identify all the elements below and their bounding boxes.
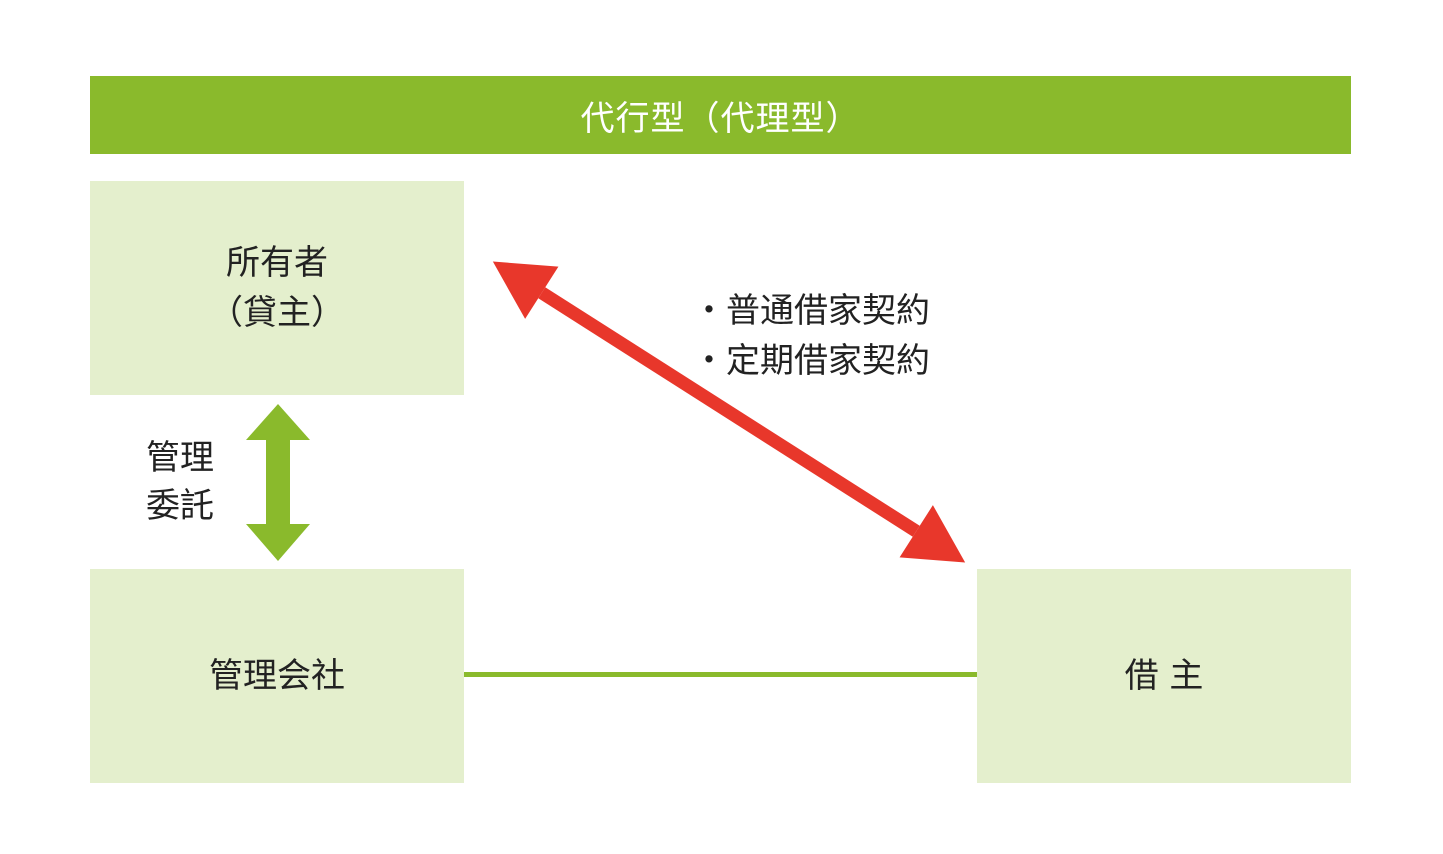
- contract-type-ordinary: ・普通借家契約: [692, 291, 930, 331]
- entrustment-line-1: 管理: [146, 438, 214, 478]
- contract-types-label: ・普通借家契約 ・定期借家契約: [692, 286, 930, 386]
- management-tenant-connector: [464, 672, 977, 677]
- entrustment-double-arrow: [246, 404, 310, 561]
- tenant-label: 借 主: [1124, 656, 1204, 696]
- management-entrustment-label: 管理 委託: [146, 434, 214, 530]
- management-company-label: 管理会社: [209, 656, 345, 696]
- entrustment-line-2: 委託: [146, 486, 214, 526]
- diagram-title: 代行型（代理型）: [90, 76, 1351, 154]
- contract-type-fixed-term: ・定期借家契約: [692, 341, 930, 381]
- contract-double-arrow: [492, 261, 966, 563]
- owner-label: 所有者: [226, 243, 328, 283]
- owner-box: 所有者 （貸主）: [90, 181, 464, 395]
- management-company-box: 管理会社: [90, 569, 464, 783]
- tenant-box: 借 主: [977, 569, 1351, 783]
- owner-sublabel: （貸主）: [209, 293, 345, 333]
